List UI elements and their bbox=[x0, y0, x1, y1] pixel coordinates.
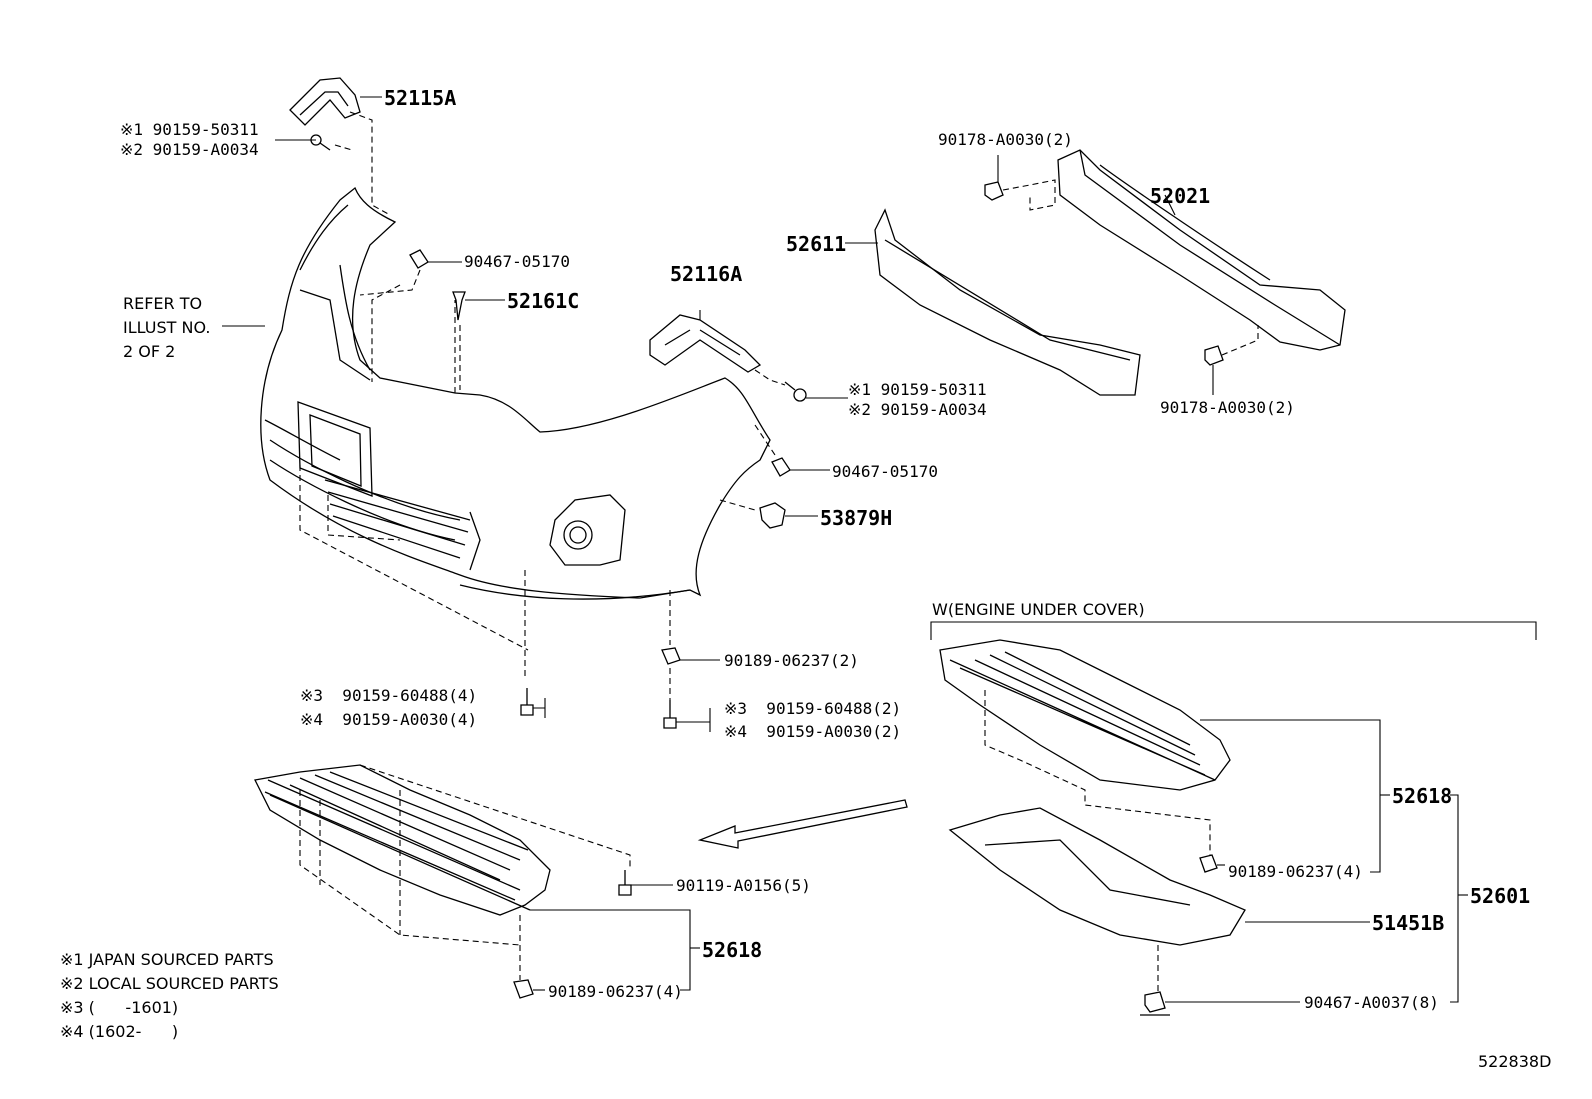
callout-clip-top[interactable]: 90467-05170 bbox=[464, 252, 570, 271]
front-bumper-cover bbox=[260, 186, 771, 600]
callout-52618-right[interactable]: 52618 bbox=[1392, 784, 1453, 808]
undercover-51451B bbox=[948, 807, 1246, 946]
callout-51451B[interactable]: 51451B bbox=[1372, 911, 1445, 935]
bolt-left bbox=[520, 688, 534, 716]
absorber-52611 bbox=[874, 208, 1141, 396]
callout-screw-mid-2[interactable]: ※2 90159-A0034 bbox=[848, 400, 987, 419]
callout-screw-mid-1[interactable]: ※1 90159-50311 bbox=[848, 380, 987, 399]
callout-52618-left[interactable]: 52618 bbox=[702, 938, 763, 962]
screw-top-left bbox=[310, 134, 331, 151]
callout-clip-right[interactable]: 90189-06237(4) bbox=[1228, 862, 1363, 881]
callout-bolt-right-3[interactable]: ※3 90159-60488(2) bbox=[724, 699, 902, 718]
callout-52161C[interactable]: 52161C bbox=[507, 289, 580, 313]
callout-bolt-right-4[interactable]: ※4 90159-A0030(2) bbox=[724, 722, 902, 741]
bolt-right bbox=[663, 700, 677, 729]
fog-lamp bbox=[549, 494, 626, 566]
nut-bottom bbox=[1204, 345, 1224, 366]
callout-screw-top-2[interactable]: ※2 90159-A0034 bbox=[120, 140, 259, 159]
bracket-53879H bbox=[759, 502, 786, 529]
diagram-id: 522838D bbox=[1478, 1052, 1552, 1071]
screw-mid bbox=[784, 381, 807, 402]
clip-8 bbox=[1140, 991, 1170, 1016]
leader-lines bbox=[222, 96, 1537, 1003]
callout-clip-lower[interactable]: 90189-06237(4) bbox=[548, 982, 683, 1001]
nut-top bbox=[984, 181, 1004, 201]
engine-under-cover-right bbox=[939, 639, 1231, 791]
bracket-52116A bbox=[649, 314, 762, 373]
callout-nut-bottom[interactable]: 90178-A0030(2) bbox=[1160, 398, 1295, 417]
callout-nut-top[interactable]: 90178-A0030(2) bbox=[938, 130, 1073, 149]
callout-52601[interactable]: 52601 bbox=[1470, 884, 1531, 908]
callout-bolt-5[interactable]: 90119-A0156(5) bbox=[676, 876, 811, 895]
callout-screw-top-1[interactable]: ※1 90159-50311 bbox=[120, 120, 259, 139]
bracket-52115A bbox=[289, 77, 361, 126]
clip-9018962237 bbox=[661, 647, 681, 665]
callout-52116A[interactable]: 52116A bbox=[670, 262, 743, 286]
callout-53879H[interactable]: 53879H bbox=[820, 506, 893, 530]
clip-mid bbox=[771, 457, 791, 477]
refer-line-3: 2 OF 2 bbox=[123, 342, 176, 361]
callout-bolt-left-4[interactable]: ※4 90159-A0030(4) bbox=[300, 710, 478, 729]
direction-arrow bbox=[697, 799, 908, 849]
legend-line-4: ※4 (1602- ) bbox=[60, 1022, 179, 1041]
engine-under-cover-left bbox=[254, 764, 551, 916]
engine-cover-header: W(ENGINE UNDER COVER) bbox=[932, 600, 1145, 619]
legend-line-2: ※2 LOCAL SOURCED PARTS bbox=[60, 974, 279, 993]
legend-line-1: ※1 JAPAN SOURCED PARTS bbox=[60, 950, 274, 969]
reinforcement-52021 bbox=[1057, 149, 1346, 351]
callout-bolt-left-3[interactable]: ※3 90159-60488(4) bbox=[300, 686, 478, 705]
legend-line-3: ※3 ( -1601) bbox=[60, 998, 179, 1017]
callout-52115A[interactable]: 52115A bbox=[384, 86, 457, 110]
pin-52161C bbox=[452, 291, 466, 321]
callout-clip-mid[interactable]: 90467-05170 bbox=[832, 462, 938, 481]
callout-clip-9018962237[interactable]: 90189-06237(2) bbox=[724, 651, 859, 670]
clip-right bbox=[1199, 854, 1218, 873]
dashed-leaders bbox=[299, 111, 1259, 992]
callout-clip-8[interactable]: 90467-A0037(8) bbox=[1304, 993, 1439, 1012]
refer-line-2: ILLUST NO. bbox=[123, 318, 211, 337]
clip-lower bbox=[513, 979, 534, 999]
bolt-5 bbox=[618, 870, 632, 896]
callout-52611[interactable]: 52611 bbox=[786, 232, 847, 256]
clip-top bbox=[409, 249, 429, 269]
refer-line-1: REFER TO bbox=[123, 294, 203, 313]
callout-52021[interactable]: 52021 bbox=[1150, 184, 1211, 208]
